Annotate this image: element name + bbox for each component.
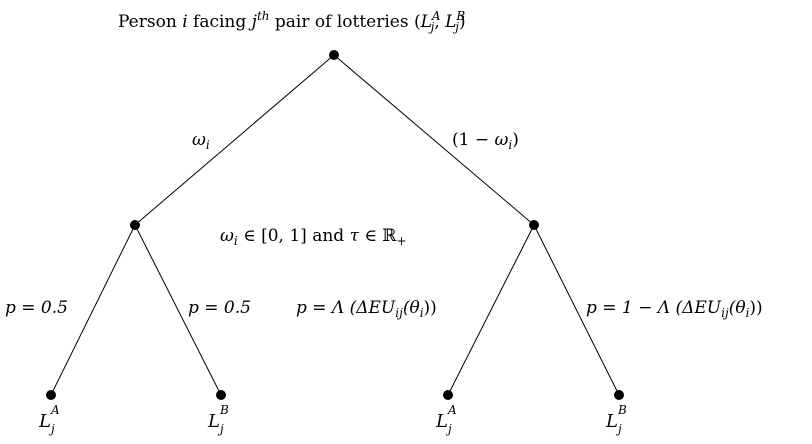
edge-root-left (134, 54, 335, 226)
edge-left-leaf1 (50, 224, 136, 396)
leaf-node-2 (216, 390, 226, 400)
leaf-node-3 (443, 390, 453, 400)
edge-right-leaf4 (533, 224, 620, 396)
edge-right-leaf3 (447, 224, 535, 396)
prob-label-right-left: p = Λ (ΔEUij(θi)) (296, 298, 437, 321)
edge-left-leaf2 (134, 224, 222, 396)
prob-label-right-right: p = 1 − Λ (ΔEUij(θi)) (586, 298, 763, 321)
prob-label-left-right: p = 0.5 (188, 298, 251, 318)
branch-label-left: ωi (192, 130, 210, 153)
branch-label-right: (1 − ωi) (452, 130, 519, 153)
diagram-title: Person i facing jth pair of lotteries (L… (118, 9, 466, 35)
node-right (529, 220, 539, 230)
leaf-node-1 (46, 390, 56, 400)
leaf-node-4 (614, 390, 624, 400)
node-left (130, 220, 140, 230)
prob-label-left-left: p = 0.5 (5, 298, 68, 318)
edge-root-right (333, 54, 535, 226)
parameter-condition: ωi ∈ [0, 1] and τ ∈ ℝ+ (220, 226, 407, 249)
root-node (329, 50, 339, 60)
